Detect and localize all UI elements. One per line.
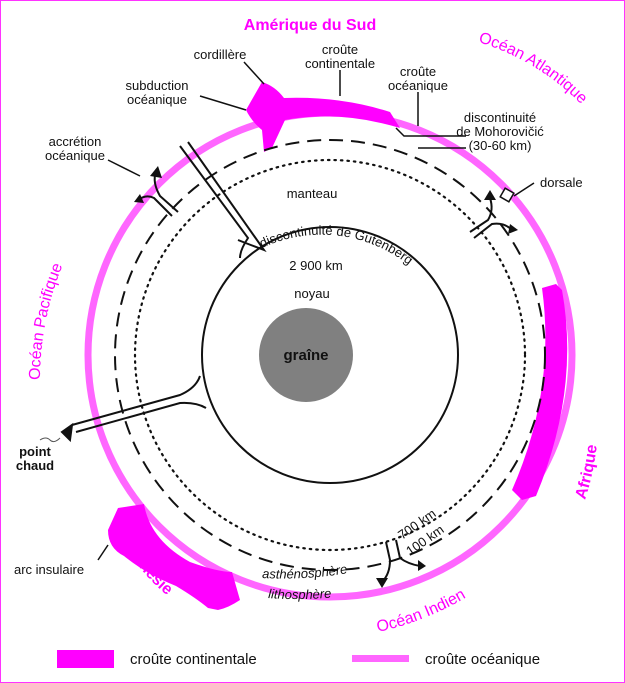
- region-indian: Océan Indien: [375, 586, 468, 636]
- label-moho-1: discontinuité: [464, 110, 536, 125]
- indian-ridge-gap: [402, 566, 412, 578]
- label-continental-crust-2: continentale: [305, 56, 375, 71]
- label-hotspot-2: chaud: [16, 458, 54, 473]
- subduction-slab: [179, 141, 267, 259]
- label-lithosphere: lithosphère: [268, 586, 332, 602]
- lithosphere-base-dashed: [114, 139, 546, 571]
- inner-core: [259, 308, 353, 402]
- label-moho-3: (30-60 km): [469, 138, 532, 153]
- label-accretion-2: océanique: [45, 148, 105, 163]
- label-cordillera: cordillère: [194, 47, 247, 62]
- label-gutenberg-depth: 2 900 km: [289, 258, 342, 273]
- legend-continental-swatch: [57, 650, 114, 668]
- arrow-head: [134, 194, 144, 203]
- mantle-700km-dotted: [133, 158, 527, 552]
- label-mantle: manteau: [287, 186, 338, 201]
- label-inner-core: graîne: [283, 347, 328, 364]
- arrow-head: [484, 190, 496, 200]
- leader-lines: [97, 61, 535, 561]
- label-continental-crust-1: croûte: [322, 42, 358, 57]
- south-america-crust: [246, 82, 400, 152]
- africa-crust: [512, 284, 568, 500]
- arrow-head: [376, 578, 388, 588]
- label-oceanic-crust-1: croûte: [400, 64, 436, 79]
- region-south-america: Amérique du Sud: [244, 17, 376, 34]
- label-island-arc: arc insulaire: [14, 562, 84, 577]
- legend-oceanic-swatch: [352, 655, 409, 662]
- indonesia-crust: [108, 504, 240, 610]
- label-moho-2: de Mohorovičić: [456, 124, 544, 139]
- arrow-head: [508, 224, 518, 234]
- label-subduction-1: subduction: [126, 78, 189, 93]
- label-subduction-2: océanique: [127, 92, 187, 107]
- arrow-head: [150, 166, 162, 178]
- label-hotspot-1: point: [19, 444, 51, 459]
- accretion-gap: [137, 170, 153, 186]
- region-atlantic: Océan Atlantique: [477, 30, 591, 108]
- label-ridge: dorsale: [540, 175, 583, 190]
- arrow-head: [418, 560, 426, 571]
- label-core: noyau: [294, 286, 329, 301]
- label-oceanic-crust-2: océanique: [388, 78, 448, 93]
- dorsale-marker: [499, 187, 515, 203]
- hotspot-wiggle: [39, 437, 61, 443]
- label-accretion-1: accrétion: [49, 134, 102, 149]
- region-africa: Afrique: [573, 444, 601, 502]
- legend-continental-label: croûte continentale: [130, 651, 257, 668]
- hotspot-plume: [60, 375, 207, 443]
- label-asthenosphere: asthénosphère: [262, 561, 348, 581]
- legend-oceanic-label: croûte océanique: [425, 651, 540, 668]
- region-pacific: Océan Pacifique: [27, 261, 66, 381]
